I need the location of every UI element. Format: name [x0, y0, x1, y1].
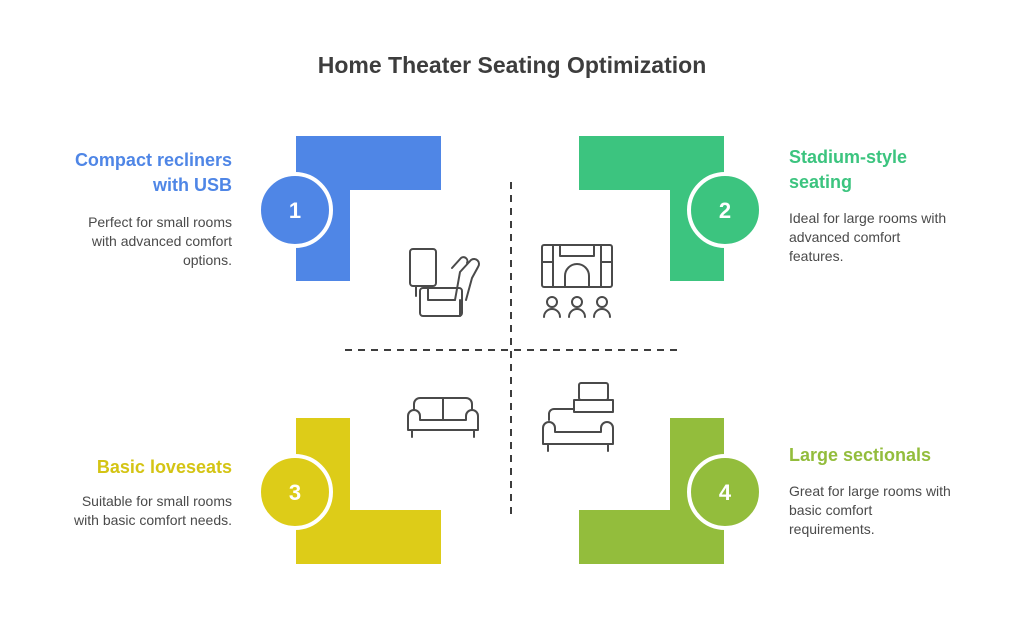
- quadrant-2-number: 2: [719, 198, 731, 223]
- quadrant-3-badge: 3: [257, 454, 333, 530]
- quadrant-3-block: [296, 418, 441, 564]
- quadrant-4-heading: Large sectionals: [789, 443, 1004, 468]
- quadrant-1-heading-line: Compact recliners: [74, 150, 232, 170]
- loveseat-icon: [407, 397, 479, 438]
- quadrant-4-description-line: requirements.: [789, 521, 875, 537]
- quadrant-1-description-line: with advanced comfort: [91, 233, 232, 249]
- quadrant-3-description: Suitable for small rooms with basic comf…: [20, 492, 232, 530]
- quadrant-2-heading: Stadium-style seating: [789, 145, 1004, 195]
- quadrant-4-heading-line: Large sectionals: [789, 445, 932, 465]
- quadrant-1-badge: 1: [257, 172, 333, 248]
- quadrant-1-block: [296, 136, 441, 281]
- quadrant-2-description-line: advanced comfort: [789, 229, 901, 245]
- quadrant-1-description-line: options.: [182, 252, 232, 268]
- stadium-seating-icon: [541, 244, 613, 318]
- quadrant-3-description-line: with basic comfort needs.: [74, 512, 232, 528]
- quadrant-4-description: Great for large rooms with basic comfort…: [789, 482, 1004, 539]
- quadrant-2-heading-line: Stadium-style: [789, 147, 908, 167]
- quadrant-2-description-line: Ideal for large rooms with: [789, 210, 947, 226]
- quadrant-2-description: Ideal for large rooms with advanced comf…: [789, 209, 1004, 266]
- quadrant-1-heading-line: with USB: [153, 175, 232, 195]
- quadrant-3-heading: Basic loveseats: [20, 455, 232, 480]
- quadrant-4-description-line: Great for large rooms with: [789, 483, 951, 499]
- quadrant-2-block: [579, 136, 724, 281]
- recliner-icon: [409, 248, 480, 317]
- quadrant-4-block: [579, 418, 724, 564]
- quadrant-1-description: Perfect for small rooms with advanced co…: [20, 213, 232, 270]
- quadrant-3-description-line: Suitable for small rooms: [81, 493, 232, 509]
- quadrant-2-badge: 2: [687, 172, 763, 248]
- diagram-title: Home Theater Seating Optimization: [317, 52, 707, 78]
- quadrant-4-number: 4: [719, 480, 732, 505]
- sectional-sofa-icon: [542, 382, 614, 452]
- quadrant-4-badge: 4: [687, 454, 763, 530]
- quadrant-3-number: 3: [289, 480, 301, 505]
- quadrant-2-heading-line: seating: [789, 172, 853, 192]
- quadrant-1-heading: Compact recliners with USB: [20, 148, 232, 198]
- quadrant-1-number: 1: [289, 198, 301, 223]
- quadrant-1-description-line: Perfect for small rooms: [88, 214, 232, 230]
- quadrant-2-description-line: features.: [789, 248, 844, 264]
- quadrant-4-description-line: basic comfort: [789, 502, 873, 518]
- quadrant-3-heading-line: Basic loveseats: [96, 457, 232, 477]
